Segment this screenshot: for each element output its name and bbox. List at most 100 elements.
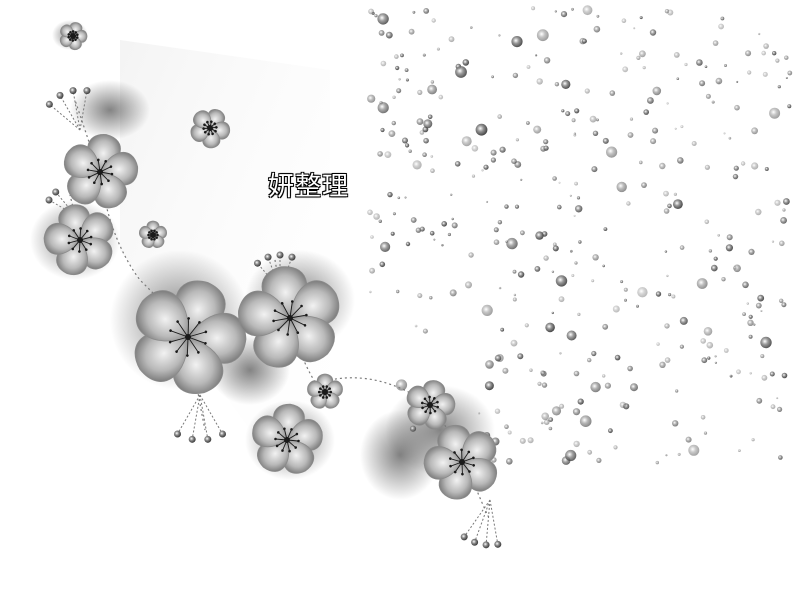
speckle-dot xyxy=(713,256,718,261)
speckle-dot xyxy=(705,93,711,99)
speckle-dot xyxy=(587,357,592,363)
speckle-dot xyxy=(558,181,561,184)
speckle-dot xyxy=(771,240,775,243)
speckle-dot xyxy=(396,88,402,94)
speckle-dot xyxy=(748,248,755,255)
stamen-tip xyxy=(423,397,427,401)
stamen-tip xyxy=(272,319,275,323)
stamen-tip xyxy=(89,242,93,246)
stamen-tip xyxy=(147,233,150,237)
speckle-dot xyxy=(565,449,577,462)
speckle-dot xyxy=(676,77,680,80)
speckle-dot xyxy=(674,127,677,130)
stamen-tip xyxy=(436,400,439,404)
speckle-dot xyxy=(429,230,435,236)
stamen-tip xyxy=(85,229,89,233)
tendril-bead xyxy=(264,253,272,261)
stamen-tip xyxy=(148,236,151,239)
speckle-dot xyxy=(616,181,627,193)
speckle-dot xyxy=(507,430,512,435)
stamen-tip xyxy=(100,182,103,186)
stamen-tip xyxy=(274,437,277,441)
speckle-dot xyxy=(417,293,423,299)
speckle-dot xyxy=(430,168,435,173)
speckle-dot xyxy=(643,109,649,115)
tendril-bead xyxy=(45,100,53,108)
speckle-dot xyxy=(627,365,633,372)
speckle-dot xyxy=(377,151,383,157)
speckle-dot xyxy=(673,199,683,210)
stamen-tip xyxy=(296,331,300,334)
stamen-line xyxy=(186,336,189,356)
blossom xyxy=(43,204,114,276)
flower-center xyxy=(459,459,465,465)
stamen-tip xyxy=(300,304,303,308)
speckle-dot xyxy=(636,304,639,308)
speckle-dot xyxy=(494,408,501,414)
speckle-dot xyxy=(781,302,787,308)
tendril-bead xyxy=(288,253,296,261)
speckle-dot xyxy=(433,238,436,241)
speckle-dot xyxy=(441,244,444,247)
speckle-dot xyxy=(667,9,674,16)
speckle-dot xyxy=(554,82,560,87)
stamen-tip xyxy=(153,237,156,241)
speckle-dot xyxy=(470,26,473,29)
speckle-dot xyxy=(751,438,755,442)
speckle-dot xyxy=(430,80,435,84)
stamen-tip xyxy=(86,168,90,172)
tendril-line xyxy=(72,90,81,131)
speckle-dot xyxy=(736,80,739,83)
speckle-dot xyxy=(761,374,768,381)
stamen-tip xyxy=(67,234,71,238)
speckle-dot xyxy=(701,357,708,364)
speckle-dot xyxy=(751,162,759,170)
speckle-dot xyxy=(577,312,581,316)
speckle-dot xyxy=(779,240,785,247)
speckle-dot xyxy=(633,27,636,30)
speckle-dot xyxy=(614,354,621,361)
speckle-dot xyxy=(734,104,740,111)
speckle-dot xyxy=(569,194,572,197)
speckle-dot xyxy=(706,341,714,349)
speckle-dot xyxy=(511,158,517,164)
stamen-tip xyxy=(90,161,93,165)
speckle-dot xyxy=(782,208,786,212)
stamen-tip xyxy=(288,449,291,453)
speckle-dot xyxy=(785,77,788,79)
blossom xyxy=(238,266,340,368)
speckle-dot xyxy=(664,250,668,253)
blossom xyxy=(59,22,88,51)
speckle-dot xyxy=(385,31,393,39)
speckle-dot xyxy=(655,460,659,465)
stamen-tip xyxy=(433,409,437,413)
speckle-dot xyxy=(581,38,587,44)
petal xyxy=(135,290,189,342)
tendril-line xyxy=(79,90,88,131)
speckle-dot xyxy=(624,298,627,302)
speckle-dot xyxy=(733,266,737,270)
stamen-tip xyxy=(275,444,279,448)
speckle-dot xyxy=(592,254,599,261)
blossom xyxy=(307,373,343,409)
stamen-tip xyxy=(421,406,424,410)
blossom xyxy=(64,134,139,209)
speckle-dot xyxy=(395,65,400,71)
stamen-tip xyxy=(71,247,75,251)
stamen-tip xyxy=(273,309,277,313)
speckle-dot xyxy=(760,336,772,349)
tendril-bead xyxy=(52,188,60,196)
speckle-dot xyxy=(380,127,385,133)
speckle-dot xyxy=(436,47,440,51)
stamen-tip xyxy=(277,431,280,434)
speckle-dot xyxy=(627,132,634,138)
speckle-dot xyxy=(711,264,718,272)
speckle-dot xyxy=(655,291,662,297)
stamen-line xyxy=(187,336,206,344)
speckle-dot xyxy=(639,16,643,20)
speckle-dot xyxy=(663,190,669,197)
speckle-dot xyxy=(505,240,508,243)
stamen-tip xyxy=(176,320,179,323)
speckle-dot xyxy=(733,165,739,171)
